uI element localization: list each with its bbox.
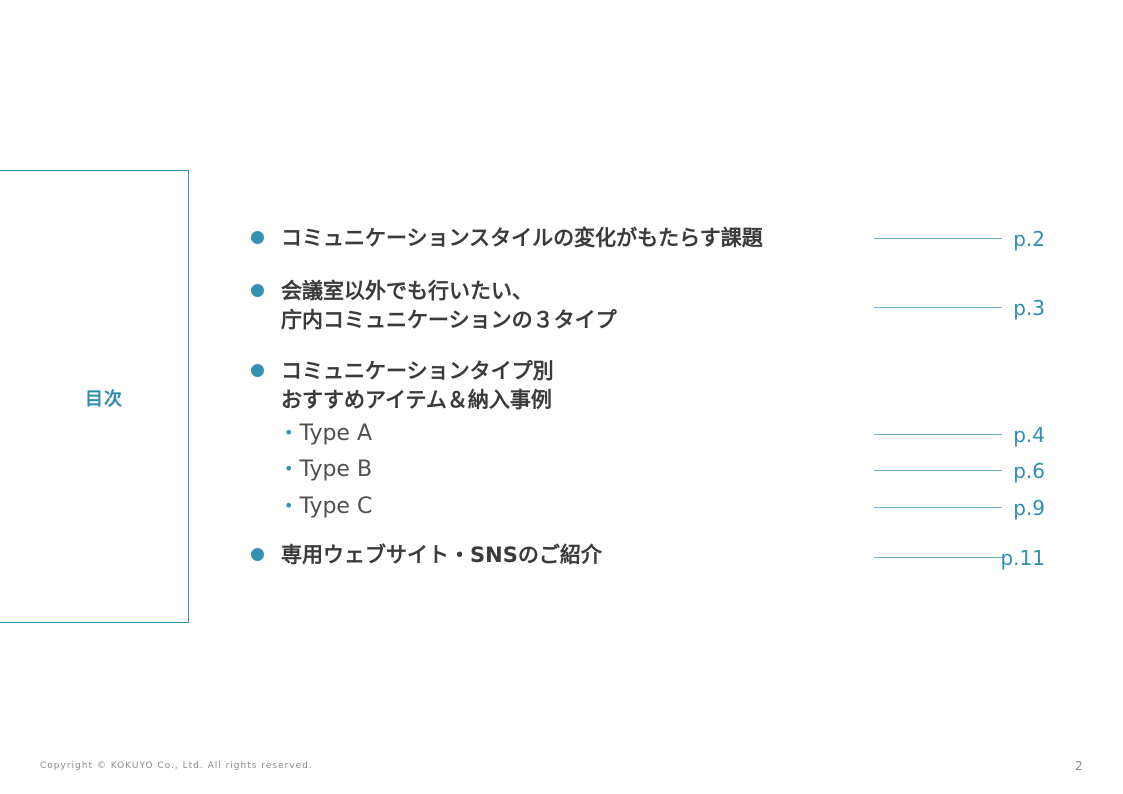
toc-subitem-label: Type A	[299, 421, 373, 446]
toc-entry-2-page[interactable]: p.3	[1013, 296, 1045, 320]
bullet-icon	[251, 284, 264, 297]
toc-entry-3-title-line-2[interactable]: おすすめアイテム＆納入事例	[281, 388, 552, 412]
toc-heading: 目次	[85, 389, 123, 410]
toc-entry-1-title[interactable]: コミュニケーションスタイルの変化がもたらす課題	[281, 226, 763, 250]
toc-entry-1-page[interactable]: p.2	[1013, 227, 1045, 251]
toc-frame	[0, 170, 189, 623]
toc-subitem-type-c[interactable]: • Type C	[284, 492, 372, 521]
toc-subitem-type-c-page[interactable]: p.9	[1013, 496, 1045, 520]
sub-bullet-icon: •	[284, 423, 294, 442]
toc-subitem-type-b[interactable]: • Type B	[284, 455, 372, 484]
toc-subitem-type-b-page[interactable]: p.6	[1013, 459, 1045, 483]
toc-subitem-label: Type C	[299, 494, 373, 519]
sub-bullet-icon: •	[284, 459, 294, 478]
bullet-icon	[251, 364, 264, 377]
toc-subitem-type-a-page[interactable]: p.4	[1013, 423, 1045, 447]
leader-line	[874, 238, 1002, 239]
toc-entry-3-title-line-1[interactable]: コミュニケーションタイプ別	[281, 359, 554, 383]
toc-entry-2-title-line-2[interactable]: 庁内コミュニケーションの３タイプ	[281, 308, 617, 332]
copyright-notice: Copyright © KOKUYO Co., Ltd. All rights …	[40, 761, 313, 771]
sub-bullet-icon: •	[284, 496, 294, 515]
leader-line	[874, 557, 1004, 558]
leader-line	[874, 470, 1002, 471]
leader-line	[874, 434, 1002, 435]
page-number: 2	[1075, 759, 1083, 773]
toc-entry-4-page[interactable]: p.11	[1000, 546, 1045, 570]
toc-entry-2-title-line-1[interactable]: 会議室以外でも行いたい、	[281, 279, 533, 303]
toc-entry-4-title[interactable]: 専用ウェブサイト・SNSのご紹介	[281, 543, 602, 567]
toc-subitem-type-a[interactable]: • Type A	[284, 419, 372, 448]
leader-line	[874, 507, 1002, 508]
bullet-icon	[251, 231, 264, 244]
leader-line	[874, 307, 1002, 308]
bullet-icon	[251, 548, 264, 561]
toc-subitem-label: Type B	[299, 457, 373, 482]
